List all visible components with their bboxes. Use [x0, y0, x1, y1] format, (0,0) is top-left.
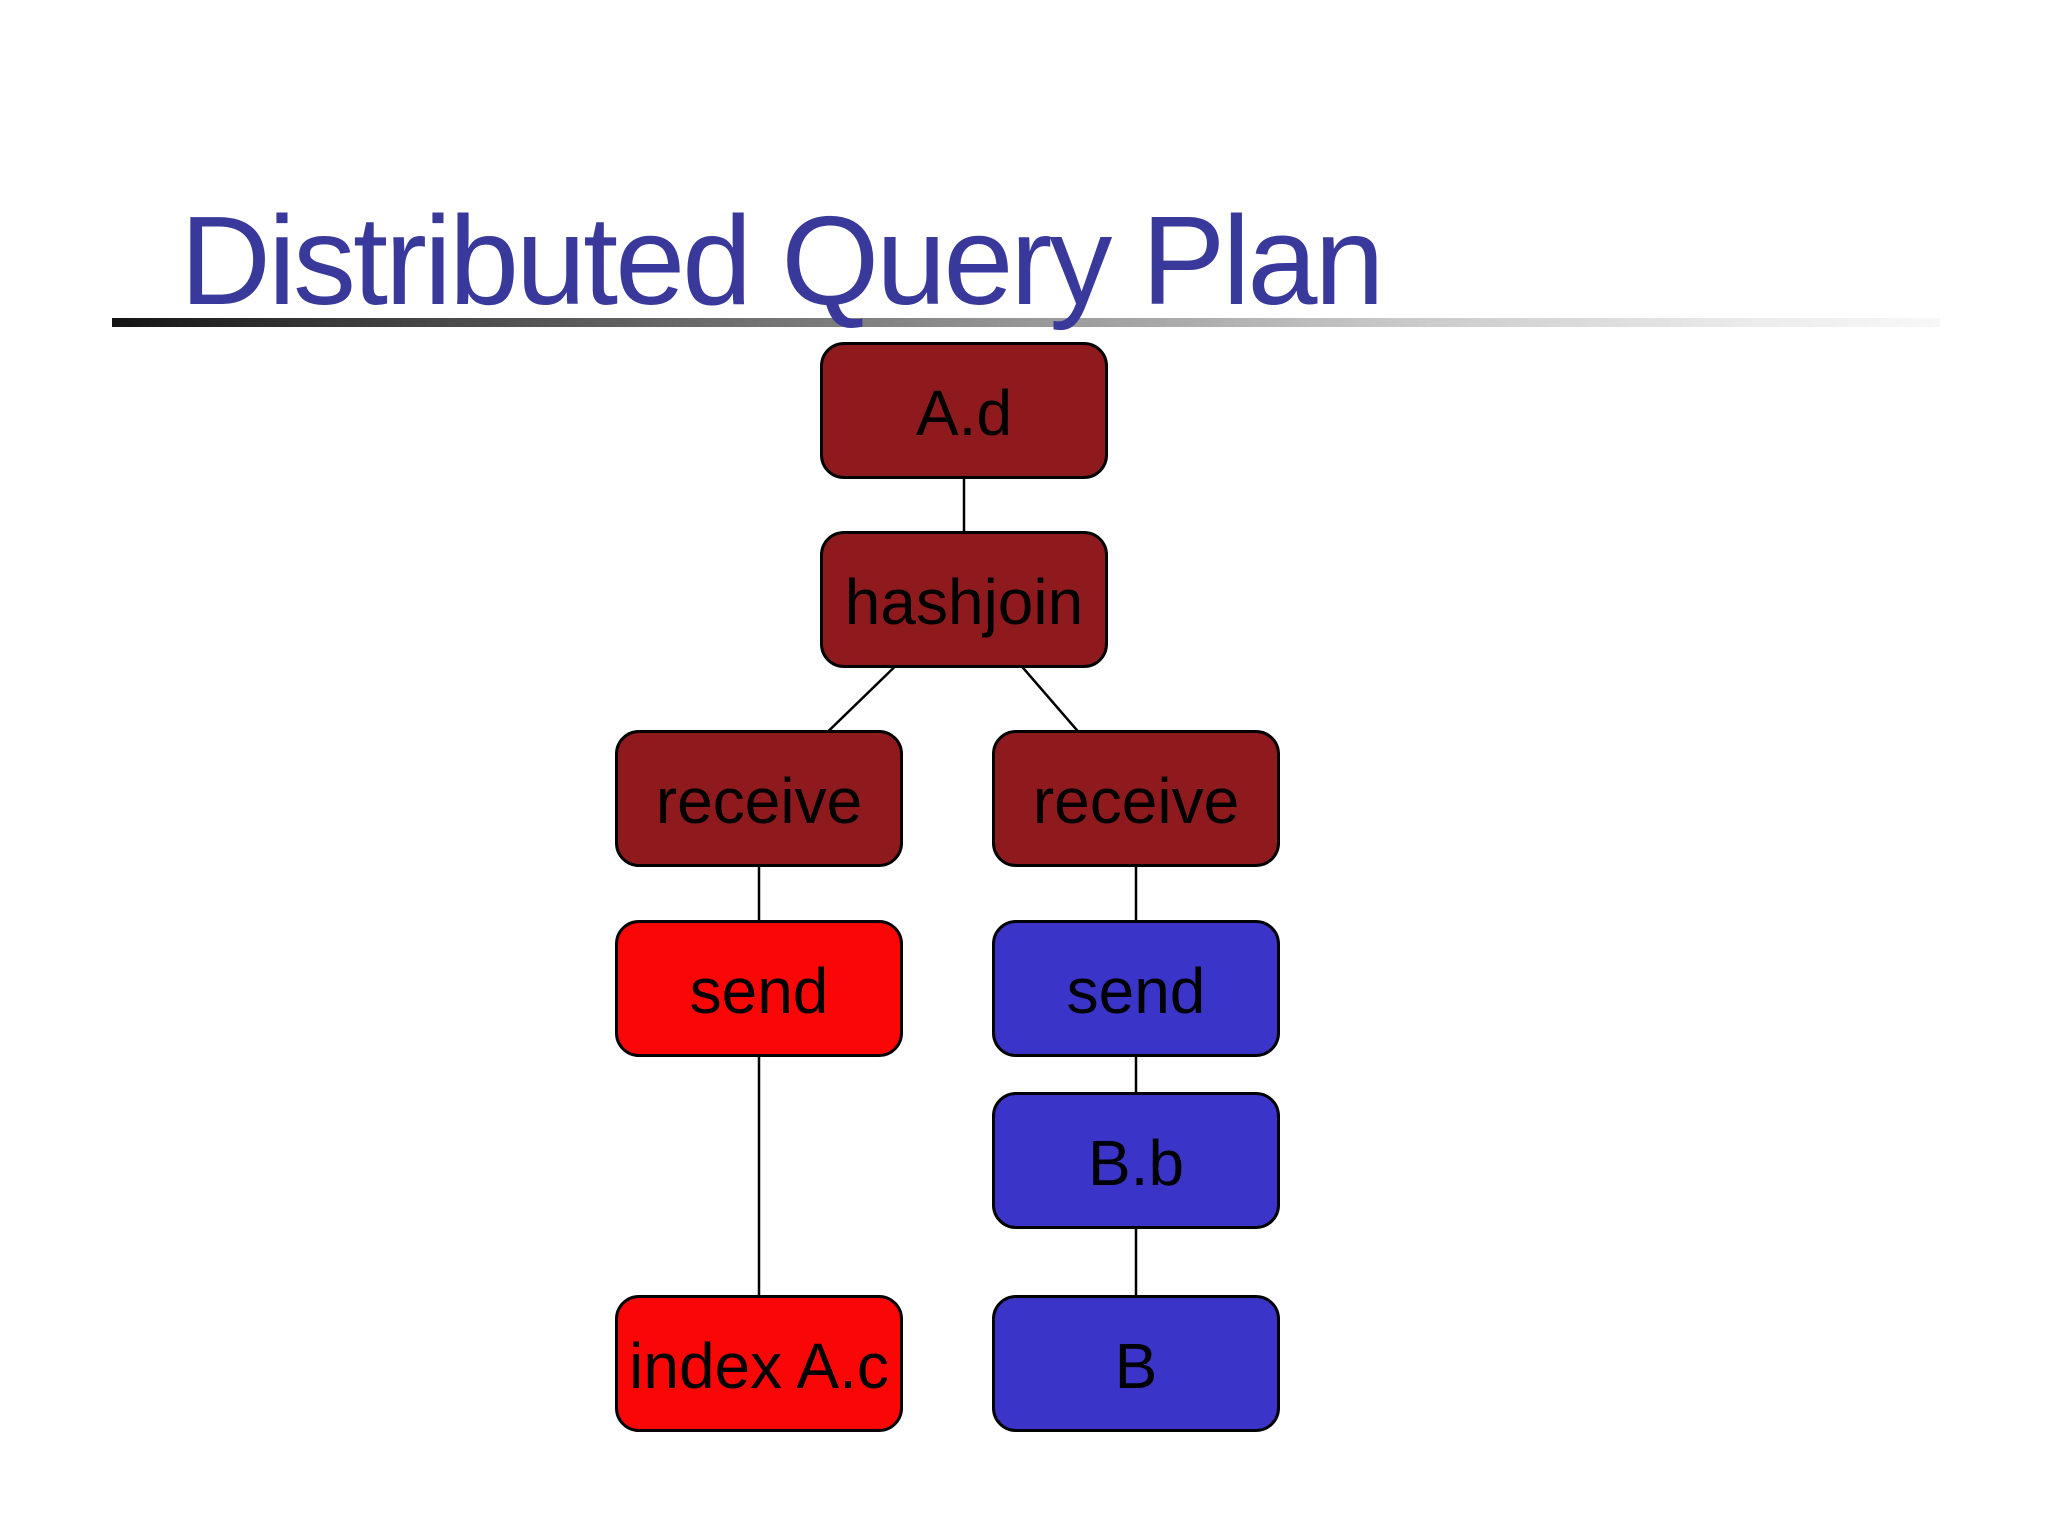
node-label: send: [689, 954, 829, 1027]
title-underline-rule: [112, 318, 1940, 327]
node-label: send: [1066, 954, 1206, 1027]
node-label: receive: [1032, 764, 1240, 837]
node-a_d: A.d: [820, 342, 1108, 479]
node-index_a_c: index A.c: [615, 1295, 903, 1432]
node-send_right: send: [992, 920, 1280, 1057]
node-b: B: [992, 1295, 1280, 1432]
node-label: index A.c: [629, 1329, 889, 1402]
node-label: B: [1114, 1329, 1158, 1402]
node-b_b: B.b: [992, 1092, 1280, 1229]
node-hashjoin: hashjoin: [820, 531, 1108, 668]
node-send_left: send: [615, 920, 903, 1057]
node-receive_right: receive: [992, 730, 1280, 867]
node-receive_left: receive: [615, 730, 903, 867]
slide-title: Distributed Query Plan: [180, 190, 1385, 331]
node-label: A.d: [915, 376, 1013, 449]
node-label: hashjoin: [844, 565, 1084, 638]
node-label: receive: [655, 764, 863, 837]
node-label: B.b: [1087, 1126, 1185, 1199]
